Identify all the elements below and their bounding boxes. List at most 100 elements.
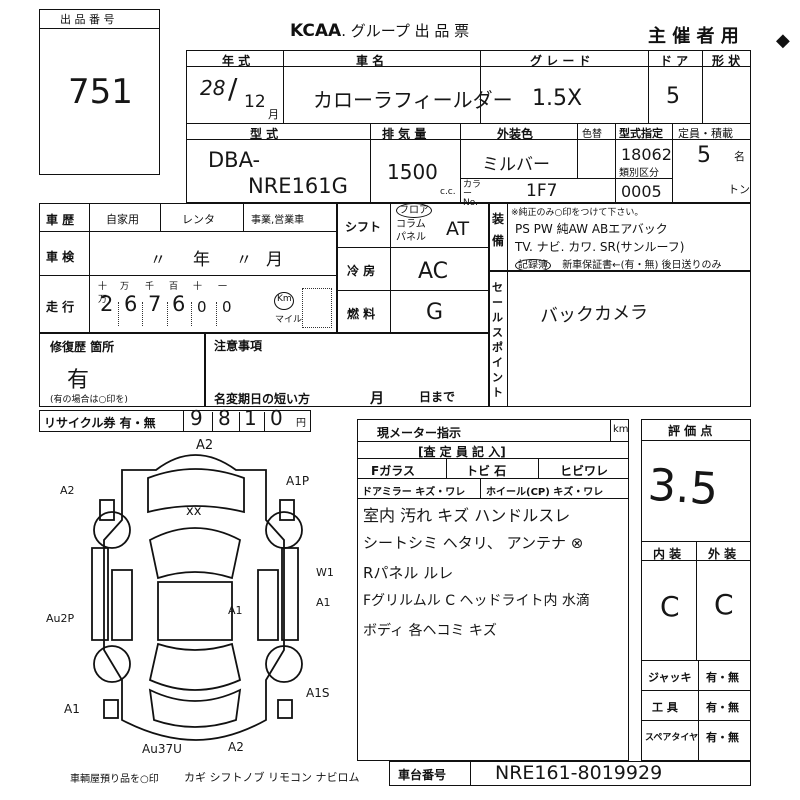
history-table	[39, 203, 337, 333]
recycle-digit: 1	[244, 406, 257, 430]
title-suffix: . グループ 出 品 票	[341, 22, 470, 40]
diagram-mark: A2	[60, 484, 75, 497]
diagram-mark: Au2P	[46, 612, 75, 625]
door-mirror-label: ドアミラー キズ・ワレ	[362, 487, 466, 498]
ac-label: 冷 房	[347, 264, 376, 278]
ac-value: AC	[418, 259, 449, 284]
shift-option-panel: パネル	[396, 232, 426, 243]
capacity-label: 定員・積載	[678, 127, 733, 140]
inspection-dash-2: 〃	[236, 250, 253, 269]
name-change-day: 日まで	[419, 390, 456, 404]
model-value-2: NRE161G	[248, 174, 348, 198]
lot-number-value: 751	[68, 72, 133, 112]
inspector-box	[357, 419, 629, 761]
recycle-unit: 円	[296, 418, 306, 429]
shift-label: シフト	[345, 220, 382, 234]
recycle-label: リサイクル券 有・無	[44, 416, 156, 430]
recycle-digit: 0	[270, 406, 283, 430]
wheel-label: ホイール(CP) キズ・ワレ	[486, 487, 604, 498]
class-value: 0005	[621, 182, 662, 201]
history-option-business: 事業,営業車	[251, 215, 305, 226]
jack-value: 有・無	[706, 671, 739, 684]
diagram-mark: A1S	[306, 686, 330, 700]
digit-header: 千	[145, 282, 155, 292]
repair-box	[39, 333, 205, 407]
year-slash: /	[228, 72, 238, 105]
jack-label: ジャッキ	[648, 671, 692, 684]
equipment-line-1: PS PW 純AW ABエアバック	[515, 222, 668, 236]
history-label: 車 歴	[46, 213, 75, 227]
equipment-box	[489, 203, 751, 271]
selling-points-box	[489, 271, 751, 407]
inspection-year: 年	[193, 250, 210, 270]
warranty-label: 新車保証書←(有・無) 後日送りのみ	[562, 260, 722, 271]
chassis-label: 車台番号	[398, 768, 447, 782]
mileage-digit: 6	[172, 292, 186, 316]
digit-header: 百	[169, 282, 179, 292]
diagram-mark: A2	[196, 438, 214, 453]
diagram-mark: W1	[316, 566, 334, 579]
inspector-comment: 室内 汚れ キズ ハンドルスレ	[363, 506, 571, 525]
car-name-value: カローラフィールダー	[313, 88, 513, 112]
name-change-month: 月	[370, 391, 384, 407]
mileage-digit: 2	[100, 292, 114, 316]
inspection-dash-1: 〃	[150, 250, 167, 269]
spare-tire-value: 有・無	[706, 731, 739, 744]
lot-number-label: 出 品 番 号	[60, 13, 115, 26]
spare-tire-label: スペアタイヤ	[645, 733, 699, 743]
lot-number-box	[39, 9, 160, 175]
inspection-label: 車 検	[46, 250, 75, 264]
equipment-line-3: 記録簿 新車保証書←(有・無) 後日送りのみ	[515, 256, 722, 272]
mileage-digit: 0	[197, 298, 207, 316]
grade-label: グ レ ー ド	[530, 54, 591, 68]
crack-label: ヒビワレ	[560, 464, 609, 478]
shift-option-floor: フロア	[396, 203, 432, 218]
equipment-label: 装 備	[492, 212, 505, 248]
year-value: 28	[200, 76, 226, 100]
chip-label: トビ 石	[466, 464, 507, 478]
diagram-mark: A1	[316, 596, 331, 609]
mileage-label: 走 行	[46, 300, 75, 314]
inspector-comment: ボディ 各ヘコミ キズ	[363, 623, 497, 639]
front-glass-label: Fガラス	[371, 464, 415, 478]
diagram-mark: A2	[228, 740, 244, 754]
recycle-digit: 9	[190, 406, 203, 430]
mileage-digit: 7	[148, 292, 162, 316]
recycle-box	[39, 410, 311, 432]
model-value-1: DBA-	[208, 148, 261, 172]
rating-label: 評 価 点	[668, 424, 713, 438]
diagram-mark: Au37U	[142, 742, 182, 756]
diagram-mark: xx	[186, 504, 202, 519]
selling-points-label: セールスポイント	[492, 281, 503, 399]
repair-note: (有の場合は○印を)	[50, 395, 128, 405]
held-items: カギ シフトノブ リモコン ナビロム	[184, 771, 360, 784]
rating-score: 3.5	[646, 459, 720, 516]
inspector-comment: Rパネル ルレ	[363, 564, 454, 582]
km-label: Km	[277, 294, 292, 304]
diagram-mark: A1	[64, 702, 80, 716]
color-change-label: 色替	[582, 129, 602, 140]
displacement-value: 1500	[387, 160, 438, 184]
exterior-color-value: ミルバー	[482, 155, 550, 175]
form-title: KCAA. グループ 出 品 票	[290, 20, 469, 41]
brand-name: KCAA	[290, 21, 342, 41]
tools-label: 工 具	[652, 701, 678, 714]
tools-value: 有・無	[706, 701, 739, 714]
doors-value: 5	[666, 84, 680, 109]
digit-header: 十	[193, 282, 203, 292]
exterior-value: C	[714, 588, 734, 621]
inspection-month: 月	[266, 250, 283, 270]
interior-value: C	[660, 590, 680, 623]
notes-box	[205, 333, 489, 407]
equipment-line-2: TV. ナビ. カワ. SR(サンルーフ)	[515, 240, 685, 254]
doors-label: ド ア	[660, 54, 689, 68]
digit-header: 万	[120, 282, 130, 292]
shape-label: 形 状	[712, 54, 741, 68]
exterior-label: 外 装	[708, 547, 737, 561]
chassis-box	[389, 761, 751, 786]
exterior-color-label: 外装色	[497, 127, 534, 141]
rating-box	[641, 419, 751, 761]
mileage-digit: 0	[222, 298, 232, 316]
fuel-label: 燃 料	[347, 307, 376, 321]
